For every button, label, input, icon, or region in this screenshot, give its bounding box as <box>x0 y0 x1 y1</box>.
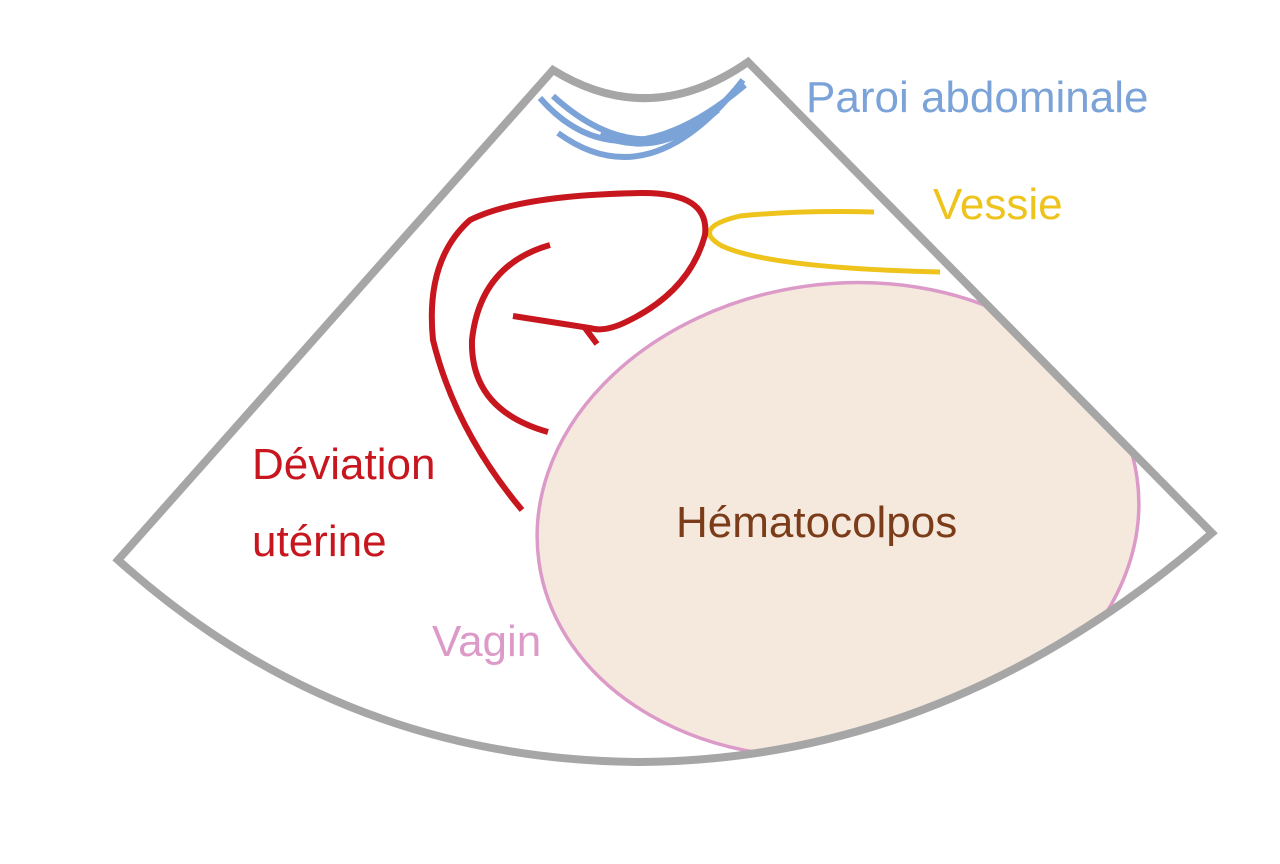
label-uterine-deviation-line1: Déviation <box>252 440 435 489</box>
label-abdominal-wall: Paroi abdominale <box>806 73 1148 122</box>
label-bladder: Vessie <box>933 180 1063 229</box>
abdominal-wall-arcs <box>537 78 747 160</box>
label-hematocolpos: Hématocolpos <box>676 498 957 547</box>
label-uterine-deviation-line2: utérine <box>252 517 387 566</box>
abdominal-wall-arc <box>598 88 738 147</box>
uterus-outline <box>428 189 709 512</box>
uterus-inner-contour <box>468 242 551 435</box>
label-vagina: Vagin <box>432 617 541 666</box>
bladder-outline <box>707 209 941 275</box>
uterus-outer-contour <box>428 189 709 512</box>
ultrasound-fan-frame <box>112 56 1218 767</box>
uterus-cavity-line <box>582 326 600 346</box>
